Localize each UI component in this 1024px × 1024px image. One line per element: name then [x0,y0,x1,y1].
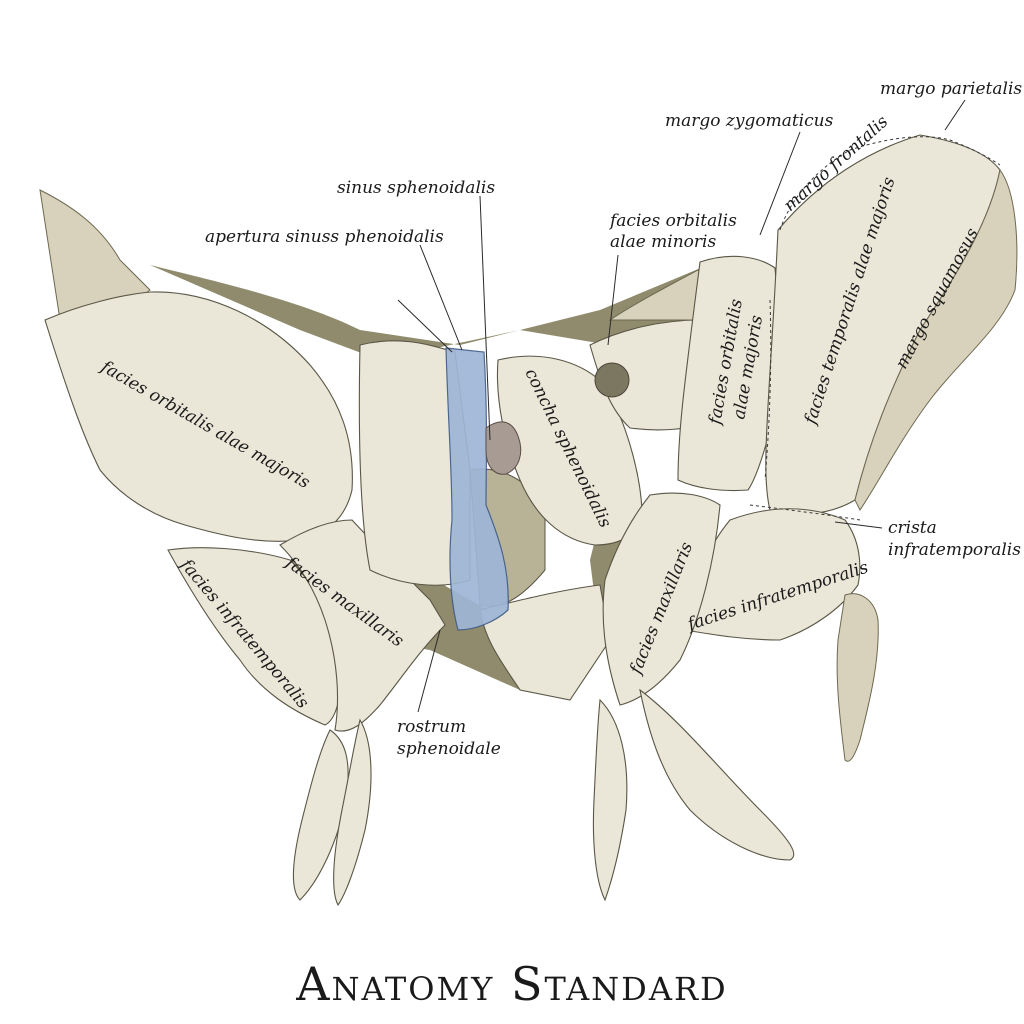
brand-title: Anatomy Standard [296,957,728,1011]
concha-sphenoidalis-region [485,355,643,546]
label-rostrum-1: rostrum [397,717,466,737]
leader-crista-infratemporalis [834,521,883,529]
leader-facies-orbitalis-alae-minoris [607,254,619,346]
leader-apertura-2 [397,299,453,353]
right-greater-wing [602,134,1018,762]
facies-orbitalis-alae-majoris-right-region [677,255,778,492]
label-facies-orbitalis-alae-minoris-2: alae minoris [610,232,716,252]
leader-sinus-sphenoidalis [479,195,491,441]
facies-orbitalis-alae-majoris-left-region [44,291,353,542]
leader-margo-zygomaticus [759,131,801,236]
facies-maxillaris-right-region [602,492,721,706]
left-greater-wing [39,189,446,732]
sinus-opening [485,421,522,475]
label-crista-infratemporalis-2: infratemporalis [888,540,1021,560]
sinus-highlight [445,347,509,631]
facies-maxillaris-left-region [279,519,446,732]
leader-lines [397,99,966,713]
leader-apertura-sinus [419,244,463,351]
label-margo-parietalis: margo parietalis [880,79,1022,99]
leader-rostrum-sphenoidale [417,629,441,713]
label-margo-zygomaticus: margo zygomaticus [665,111,834,131]
leader-margo-parietalis [944,99,966,131]
label-crista-infratemporalis-1: crista [888,518,937,538]
label-sinus-sphenoidalis: sinus sphenoidalis [337,178,495,198]
label-rostrum-2: sphenoidale [397,739,501,759]
pterygoid-processes [292,688,795,907]
label-facies-orbitalis-alae-minoris-1: facies orbitalis [608,211,737,231]
label-apertura-sinus: apertura sinuss phenoidalis [205,227,444,247]
apertura-sinus-sphenoidalis-shape [445,347,509,631]
margin-dashes [749,136,1001,521]
